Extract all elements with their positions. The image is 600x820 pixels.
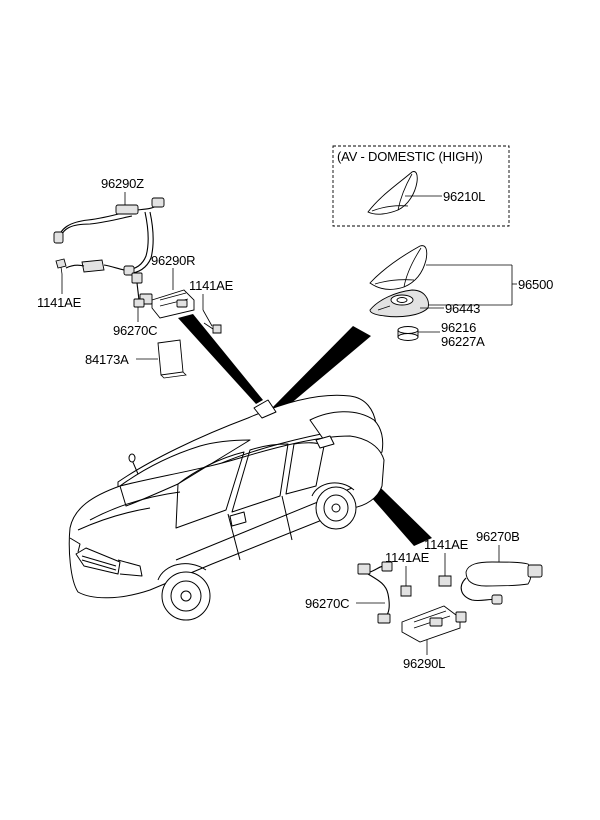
label-96210L: 96210L — [443, 189, 485, 204]
label-96227A: 96227A — [441, 334, 485, 349]
connector-96270C-a — [131, 272, 145, 308]
label-1141AE-d: 1141AE — [385, 550, 430, 565]
bolt-1141AE-a — [55, 258, 67, 275]
label-1141AE-b: 1141AE — [189, 278, 234, 293]
label-96290R: 96290R — [151, 253, 195, 268]
label-1141AE-c: 1141AE — [424, 537, 469, 552]
label-96443: 96443 — [445, 301, 480, 316]
bolt-1141AE-c — [438, 575, 452, 587]
variant-box: (AV - DOMESTIC (HIGH)) 96210L — [332, 145, 510, 227]
label-96270B: 96270B — [476, 529, 520, 544]
label-96290Z: 96290Z — [101, 176, 144, 191]
antenna-module-96290L — [401, 605, 467, 643]
antenna-harness-96290Z — [53, 197, 165, 276]
bolt-1141AE-d — [400, 585, 412, 597]
pointer-wedge-left — [178, 314, 263, 404]
label-96216: 96216 — [441, 320, 476, 335]
label-96500: 96500 — [518, 277, 553, 292]
antenna-module-96290R — [139, 289, 195, 319]
bolt-1141AE-b — [203, 322, 222, 334]
harness-96270B — [460, 561, 543, 605]
pad-84173A — [157, 339, 187, 379]
label-84173A: 84173A — [85, 352, 129, 367]
shark-fin-antenna-assembly — [369, 245, 429, 341]
connector-96270C-b — [357, 561, 393, 624]
label-96270C-a: 96270C — [113, 323, 157, 338]
label-1141AE-a: 1141AE — [37, 295, 82, 310]
label-96270C-b: 96270C — [305, 596, 349, 611]
variant-title: (AV - DOMESTIC (HIGH)) — [337, 149, 483, 164]
pointer-wedge-right — [270, 326, 371, 416]
shark-fin-antenna-small — [367, 171, 418, 215]
label-96290L: 96290L — [403, 656, 445, 671]
car-illustration — [68, 394, 385, 621]
